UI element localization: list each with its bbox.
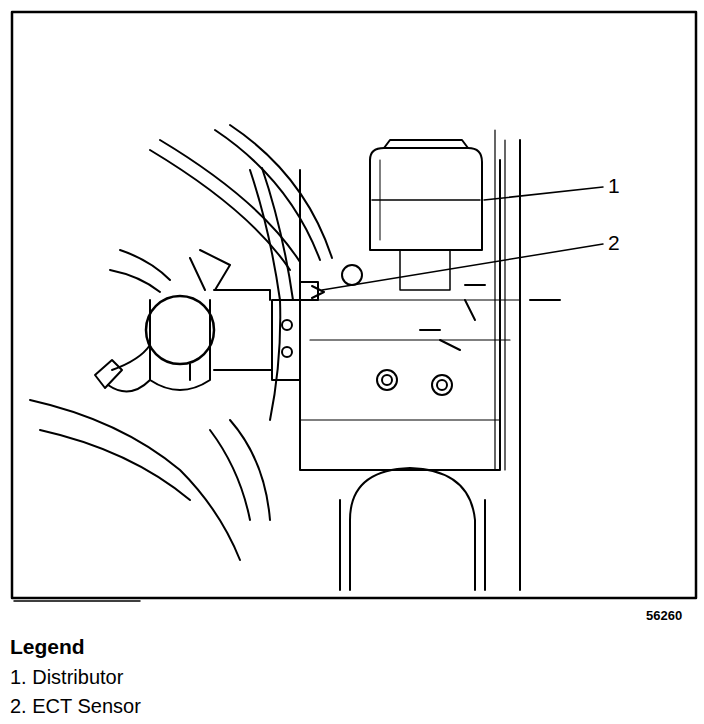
bracket [272,300,300,380]
legend-entry: 1. Distributor [10,665,123,689]
callout-number: 1 [608,173,620,198]
pipe-end [146,296,214,364]
engine-block [300,160,500,470]
figure-frame [12,12,696,598]
connector [95,360,122,388]
distributor [370,148,482,250]
leader-line [322,244,603,290]
legend-heading: Legend [10,634,85,659]
legend-entry: 2. ECT Sensor [10,694,141,718]
figure-number: 56260 [646,608,682,624]
lower-housing [350,468,475,590]
bolt [377,370,397,390]
leader-line [484,187,603,200]
callout-number: 2 [608,230,620,255]
hose [150,150,290,270]
